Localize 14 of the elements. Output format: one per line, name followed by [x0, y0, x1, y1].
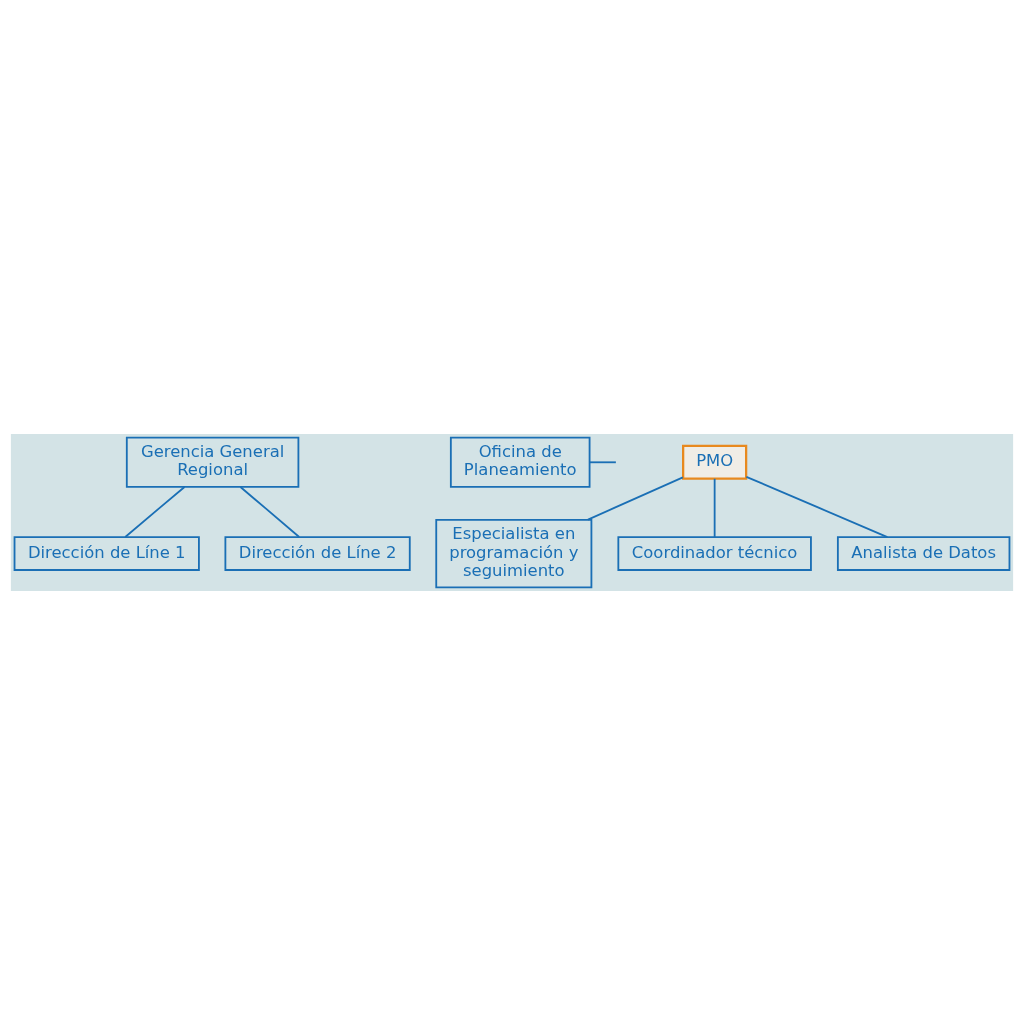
node-box: Coordinador técnico — [617, 535, 812, 571]
connector — [124, 485, 186, 538]
connector — [239, 485, 301, 538]
node-box: Dirección de Líne 1 — [13, 535, 200, 571]
node-box: Oficina de Planeamiento — [449, 436, 591, 488]
node-box: Gerencia General Regional — [125, 436, 300, 488]
node-box: Especialista en programación y seguimiento — [435, 518, 593, 588]
connector — [713, 477, 716, 538]
node-box: Dirección de Líne 2 — [224, 535, 411, 571]
connector — [745, 475, 889, 538]
connector — [588, 460, 617, 463]
node-box: Analista de Datos — [836, 535, 1011, 571]
connector — [587, 475, 684, 521]
node-box: PMO — [682, 444, 748, 480]
